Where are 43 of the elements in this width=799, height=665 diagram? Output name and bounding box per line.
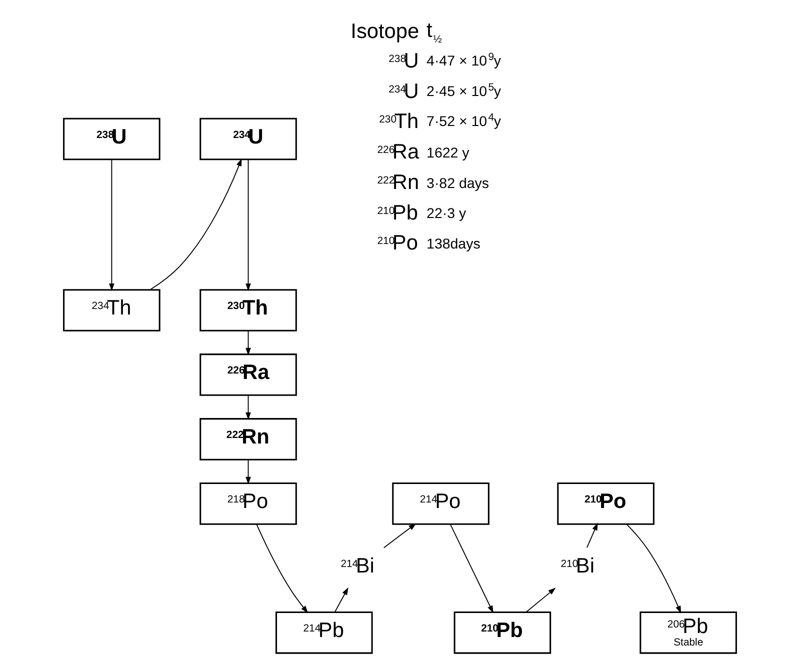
label: t$_{½}$ bbox=[426, 19, 442, 46]
node-text: $^{214}$Bi bbox=[340, 554, 374, 578]
node-box: $^{226}$Ra bbox=[199, 354, 296, 396]
label: $^{210}$Po bbox=[376, 232, 418, 255]
label: $^{234}$U bbox=[388, 80, 418, 103]
arrow bbox=[108, 159, 114, 292]
arrow bbox=[525, 588, 556, 613]
node-box: $^{230}$Th bbox=[199, 289, 296, 332]
node-box: $^{238}$U bbox=[62, 118, 160, 160]
arrow bbox=[586, 522, 598, 548]
label: $^{222}$Rn bbox=[376, 170, 419, 194]
arrow bbox=[256, 524, 308, 614]
label: $^{226}$Ra bbox=[376, 140, 419, 164]
node-box: $^{210}$Po bbox=[556, 482, 654, 525]
node-box: $^{206}$Pb Stable bbox=[639, 612, 736, 654]
arrow bbox=[382, 523, 416, 548]
node-box: $^{234}$Th bbox=[62, 289, 160, 332]
arrow bbox=[449, 524, 493, 614]
label: 3·82 days bbox=[426, 176, 489, 192]
arrow bbox=[245, 159, 250, 292]
arrow bbox=[245, 394, 250, 420]
node-box: $^{214}$Pb bbox=[274, 612, 372, 654]
label: 22·3 y bbox=[426, 206, 466, 222]
arrow bbox=[245, 330, 250, 356]
node-box: $^{218}$Po bbox=[199, 482, 296, 525]
label: 1622 y bbox=[426, 146, 469, 162]
node-box: $^{214}$Po bbox=[392, 482, 489, 525]
node-box: $^{234}$U bbox=[199, 118, 296, 160]
node-box: $^{222}$Rn bbox=[199, 418, 296, 460]
label: 138days bbox=[426, 236, 480, 253]
label: $^{238}$U bbox=[388, 50, 418, 73]
arrow bbox=[149, 158, 242, 290]
arrow bbox=[245, 459, 250, 484]
label: $^{230}$Th bbox=[378, 110, 418, 134]
arrow bbox=[626, 524, 681, 614]
node-box: $^{210}$Pb bbox=[453, 612, 551, 654]
node-text: $^{210}$Bi bbox=[560, 554, 594, 578]
label: $^{210}$Pb bbox=[376, 201, 418, 224]
label: Isotope bbox=[350, 20, 419, 44]
arrow bbox=[334, 587, 348, 613]
label: 4·47 × 10$^{9}$y bbox=[426, 52, 500, 70]
label: 7·52 × 10$^{4}$y bbox=[426, 112, 500, 130]
label: 2·45 × 10$^{5}$y bbox=[426, 82, 500, 100]
